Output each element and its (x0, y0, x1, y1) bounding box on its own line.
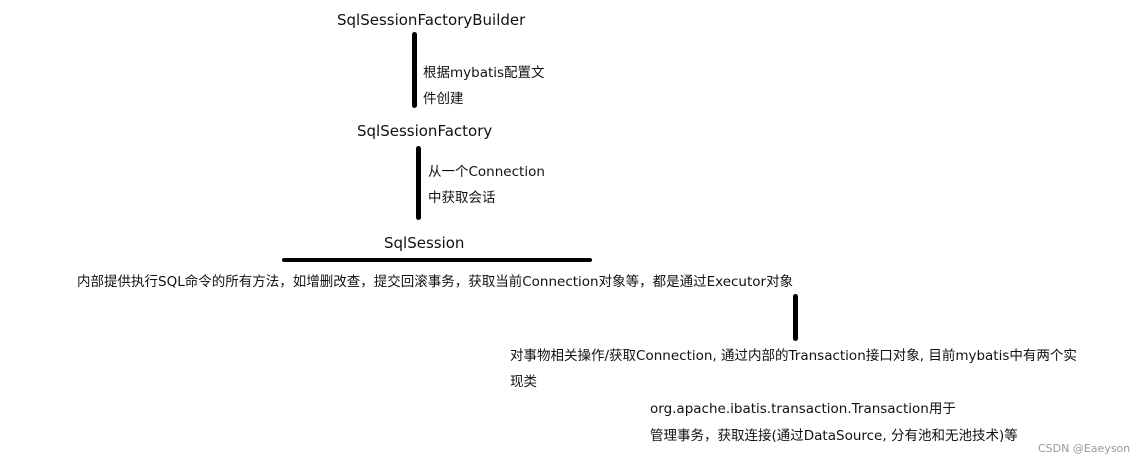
node-sqlsessionfactory: SqlSessionFactory (357, 122, 493, 140)
connector-executor (793, 294, 798, 341)
transaction-description-line1: org.apache.ibatis.transaction.Transactio… (650, 401, 956, 417)
edge-label-builder-to-factory-line1: 根据mybatis配置文 (423, 65, 545, 81)
watermark: CSDN @Eaeyson (1038, 442, 1131, 455)
sqlsession-description: 内部提供执行SQL命令的所有方法，如增删改查，提交回滚事务，获取当前Connec… (77, 274, 794, 290)
edge-label-factory-to-session-line1: 从一个Connection (428, 164, 545, 180)
edge-label-builder-to-factory-line2: 件创建 (423, 91, 464, 107)
executor-description-line1: 对事物相关操作/获取Connection, 通过内部的Transaction接口… (510, 348, 1077, 364)
executor-description-line2: 现类 (510, 374, 537, 390)
connector-factory-to-session (416, 146, 421, 220)
edge-label-factory-to-session-line2: 中获取会话 (428, 190, 496, 206)
transaction-description-line2: 管理事务，获取连接(通过DataSource, 分有池和无池技术)等 (650, 428, 1018, 444)
node-sqlsession: SqlSession (384, 234, 465, 252)
node-sqlsessionfactorybuilder: SqlSessionFactoryBuilder (337, 11, 526, 29)
connector-builder-to-factory (412, 32, 417, 108)
session-underline (282, 258, 592, 262)
